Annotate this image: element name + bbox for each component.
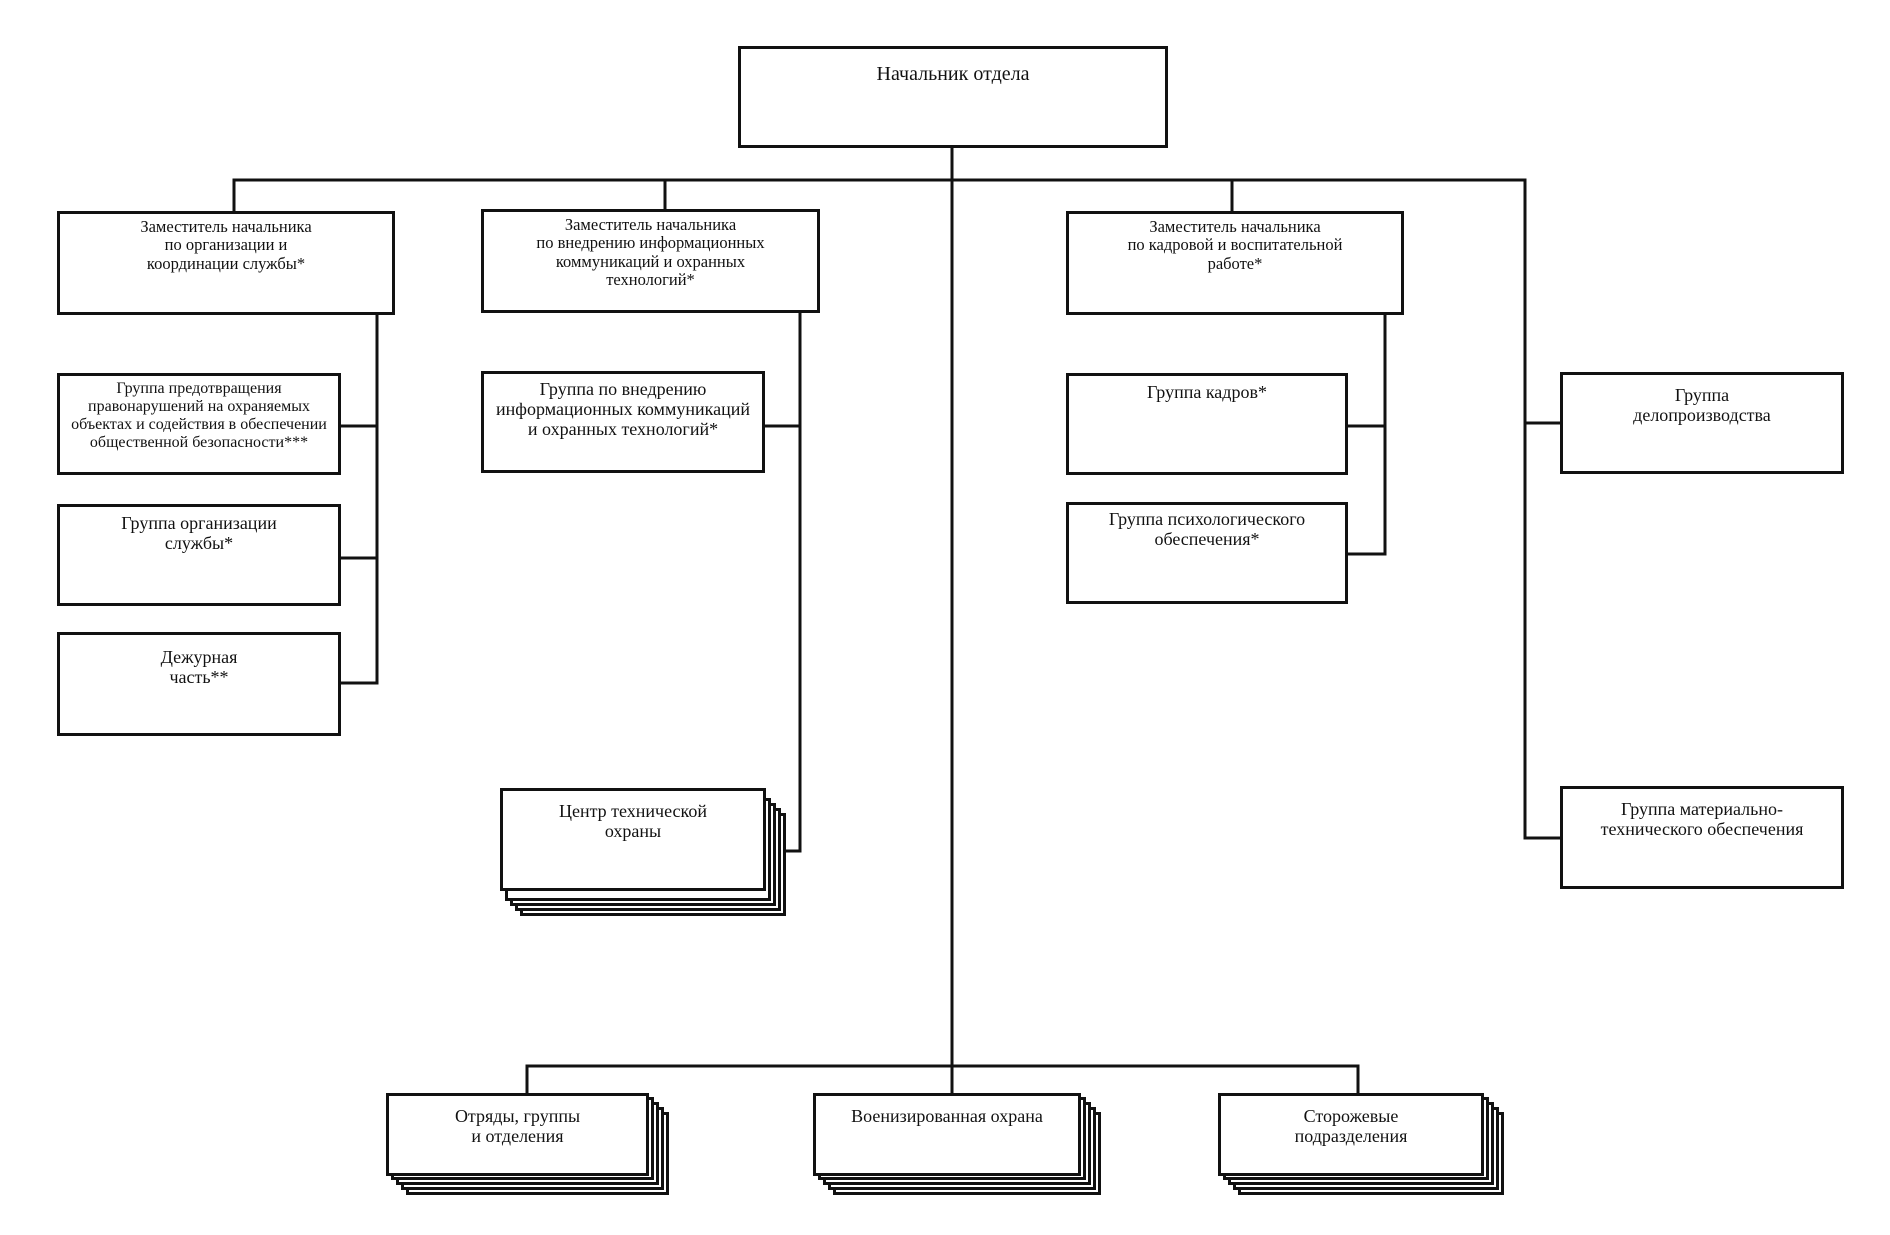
deputy-hr-box: Заместитель начальника по кадровой и вос… [1066,211,1404,315]
deputy-it-box: Заместитель начальника по внедрению инфо… [481,209,820,313]
deputy-org-box: Заместитель начальника по организации и … [57,211,395,315]
group-logistics-label: Группа материально- технического обеспеч… [1600,799,1804,840]
group-duty-label: Дежурная часть** [160,647,238,688]
group-prevention-box: Группа предотвращения правонарушений на … [57,373,341,475]
group-prevention-label: Группа предотвращения правонарушений на … [71,380,327,451]
units-box: Отряды, группы и отделения [386,1093,649,1176]
group-personnel-label: Группа кадров* [1147,382,1267,402]
group-duty-box: Дежурная часть** [57,632,341,736]
units-label: Отряды, группы и отделения [454,1106,581,1147]
guard-label: Военизированная охрана [851,1106,1043,1126]
watch-box: Сторожевые подразделения [1218,1093,1484,1176]
tech-center-box: Центр технической охраны [500,788,766,891]
group-service-box: Группа организации службы* [57,504,341,606]
group-service-label: Группа организации службы* [121,513,277,554]
group-personnel-box: Группа кадров* [1066,373,1348,475]
head-label: Начальник отдела [876,63,1030,85]
group-records-label: Группа делопроизводства [1633,385,1771,426]
deputy-it-label: Заместитель начальника по внедрению инфо… [536,215,765,290]
group-records-box: Группа делопроизводства [1560,372,1844,474]
deputy-hr-label: Заместитель начальника по кадровой и вос… [1127,217,1343,273]
deputy-org-label: Заместитель начальника по организации и … [140,217,312,273]
watch-label: Сторожевые подразделения [1294,1106,1408,1147]
tech-center-label: Центр технической охраны [558,801,708,842]
head-box: Начальник отдела [738,46,1168,148]
group-psych-box: Группа психологического обеспечения* [1066,502,1348,604]
group-it-box: Группа по внедрению информационных комму… [481,371,765,473]
group-it-label: Группа по внедрению информационных комму… [496,379,750,440]
guard-box: Военизированная охрана [813,1093,1081,1176]
group-psych-label: Группа психологического обеспечения* [1108,509,1306,550]
group-logistics-box: Группа материально- технического обеспеч… [1560,786,1844,889]
